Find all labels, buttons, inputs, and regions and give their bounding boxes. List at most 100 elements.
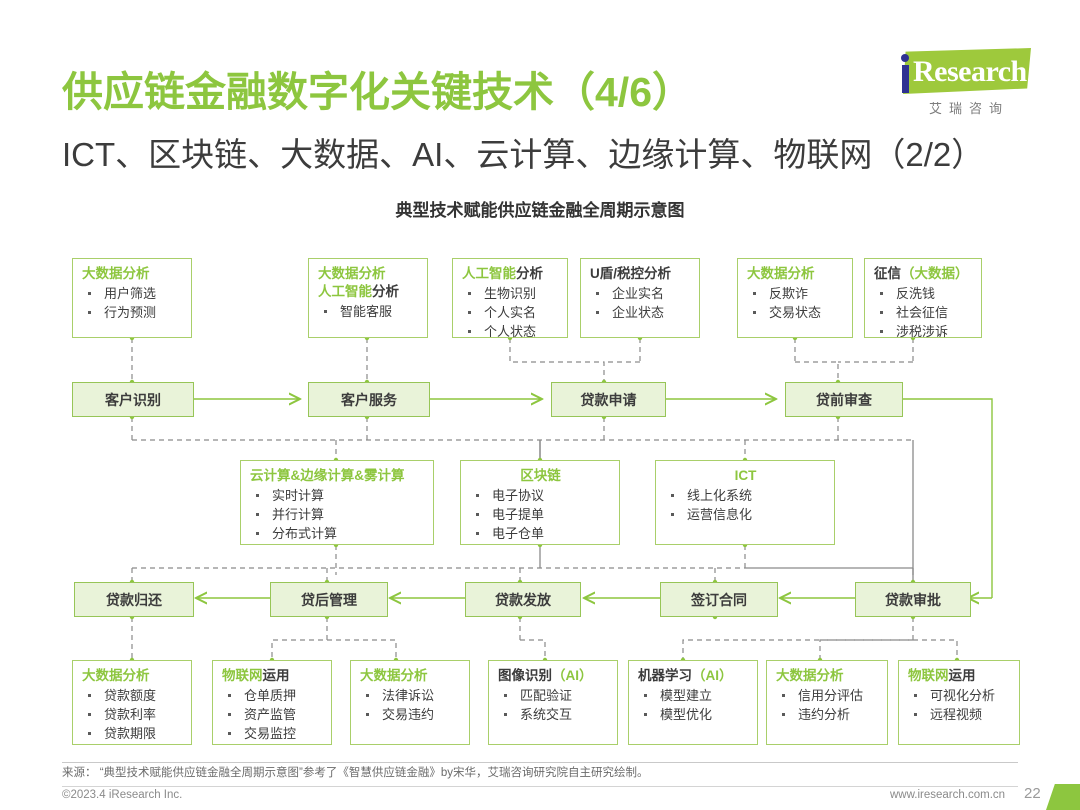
list-item: 信用分评估 [776,686,879,705]
list-item: 用户筛选 [82,284,183,303]
website-url[interactable]: www.iresearch.com.cn [890,789,1006,801]
detail-box-m3: ICT 线上化系统 运营信息化 [655,460,835,545]
process-step-贷款归还[interactable]: 贷款归还 [74,582,194,617]
detail-list: 智能客服 [318,302,419,321]
detail-head: 大数据分析 [360,668,428,683]
process-step-客户识别[interactable]: 客户识别 [72,382,194,417]
list-item: 远程视频 [908,705,1011,724]
process-label: 贷款审批 [885,591,941,608]
detail-head: 大数据分析 [318,266,386,281]
list-item: 交易违约 [360,705,461,724]
list-item: 智能客服 [318,302,419,321]
detail-list: 匹配验证 系统交互 [498,686,609,724]
list-item: 反欺诈 [747,284,844,303]
logo-i-dot-icon [901,54,909,62]
copyright-text: ©2023.4 iResearch Inc. [62,789,183,801]
process-step-贷前审查[interactable]: 贷前审查 [785,382,903,417]
list-item: 个人实名 [462,303,559,322]
process-label: 签订合同 [691,591,747,608]
detail-list: 信用分评估 违约分析 [776,686,879,724]
list-item: 行为预测 [82,303,183,322]
process-step-签订合同[interactable]: 签订合同 [660,582,778,617]
logo-wordmark: Research [913,55,1027,88]
page-title: 供应链金融数字化关键技术（4/6） [62,69,693,115]
list-item: 资产监管 [222,705,323,724]
logo-shape-icon [903,48,1031,94]
list-item: 系统交互 [498,705,609,724]
detail-head: 云计算&边缘计算&雾计算 [250,468,405,483]
detail-list: 可视化分析 远程视频 [908,686,1011,724]
detail-head: 大数据分析 [776,668,844,683]
detail-list: 生物识别 个人实名 个人状态 [462,284,559,341]
page-number: 22 [1024,785,1041,802]
detail-list: 线上化系统 运营信息化 [665,486,826,524]
list-item: 运营信息化 [665,505,826,524]
detail-head: 大数据分析 [82,668,150,683]
detail-box-b5: 机器学习（AI） 模型建立 模型优化 [628,660,758,745]
detail-head: 图像识别（AI） [498,668,593,683]
detail-head: 物联网运用 [222,668,290,683]
detail-list: 电子协议 电子提单 电子仓单 [470,486,611,543]
detail-box-b6: 大数据分析 信用分评估 违约分析 [766,660,888,745]
detail-box-t4: U盾/税控分析 企业实名 企业状态 [580,258,700,338]
source-divider [62,762,1018,763]
footer-divider [62,786,1018,787]
process-step-贷款申请[interactable]: 贷款申请 [551,382,666,417]
list-item: 模型建立 [638,686,749,705]
list-item: 可视化分析 [908,686,1011,705]
detail-box-t1: 大数据分析 用户筛选 行为预测 [72,258,192,338]
detail-list: 仓单质押 资产监管 交易监控 [222,686,323,743]
process-step-客户服务[interactable]: 客户服务 [308,382,430,417]
list-item: 涉税涉诉 [874,322,973,341]
detail-list: 用户筛选 行为预测 [82,284,183,322]
process-step-贷款审批[interactable]: 贷款审批 [855,582,971,617]
logo-i-stem-icon [902,65,909,93]
detail-list: 反欺诈 交易状态 [747,284,844,322]
process-label: 贷款发放 [495,591,551,608]
list-item: 贷款利率 [82,705,183,724]
list-item: 匹配验证 [498,686,609,705]
list-item: 实时计算 [250,486,425,505]
detail-box-b7: 物联网运用 可视化分析 远程视频 [898,660,1020,745]
detail-box-m2: 区块链 电子协议 电子提单 电子仓单 [460,460,620,545]
source-note: 来源： “典型技术赋能供应链金融全周期示意图”参考了《智慧供应链金融》by宋华，… [62,767,649,779]
list-item: 模型优化 [638,705,749,724]
detail-list: 贷款额度 贷款利率 贷款期限 [82,686,183,743]
list-item: 贷款额度 [82,686,183,705]
process-step-贷款发放[interactable]: 贷款发放 [465,582,581,617]
list-item: 社会征信 [874,303,973,322]
detail-box-b4: 图像识别（AI） 匹配验证 系统交互 [488,660,618,745]
list-item: 违约分析 [776,705,879,724]
detail-box-b2: 物联网运用 仓单质押 资产监管 交易监控 [212,660,332,745]
list-item: 电子仓单 [470,524,611,543]
list-item: 交易状态 [747,303,844,322]
list-item: 电子协议 [470,486,611,505]
list-item: 企业状态 [590,303,691,322]
process-step-贷后管理[interactable]: 贷后管理 [270,582,388,617]
iresearch-logo: Research 艾瑞咨询 [883,48,1033,120]
list-item: 生物识别 [462,284,559,303]
list-item: 线上化系统 [665,486,826,505]
detail-box-t5: 大数据分析 反欺诈 交易状态 [737,258,853,338]
list-item: 电子提单 [470,505,611,524]
page-subtitle: ICT、区块链、大数据、AI、云计算、边缘计算、物联网（2/2） [62,136,985,173]
detail-head: U盾/税控分析 [590,266,671,281]
process-label: 客户识别 [105,391,161,408]
detail-list: 反洗钱 社会征信 涉税涉诉 [874,284,973,341]
detail-head: 人工智能分析 [462,266,543,281]
detail-head: 机器学习（AI） [638,668,733,683]
process-label: 贷款归还 [106,591,162,608]
detail-head-2: 人工智能分析 [318,284,399,299]
detail-head: ICT [734,468,757,483]
detail-box-b1: 大数据分析 贷款额度 贷款利率 贷款期限 [72,660,192,745]
list-item: 企业实名 [590,284,691,303]
list-item: 反洗钱 [874,284,973,303]
detail-head: 大数据分析 [747,266,815,281]
detail-head: 物联网运用 [908,668,976,683]
detail-list: 模型建立 模型优化 [638,686,749,724]
detail-head: 大数据分析 [82,266,150,281]
logo-subtitle: 艾瑞咨询 [928,101,1009,116]
process-label: 贷前审查 [816,391,872,408]
list-item: 并行计算 [250,505,425,524]
